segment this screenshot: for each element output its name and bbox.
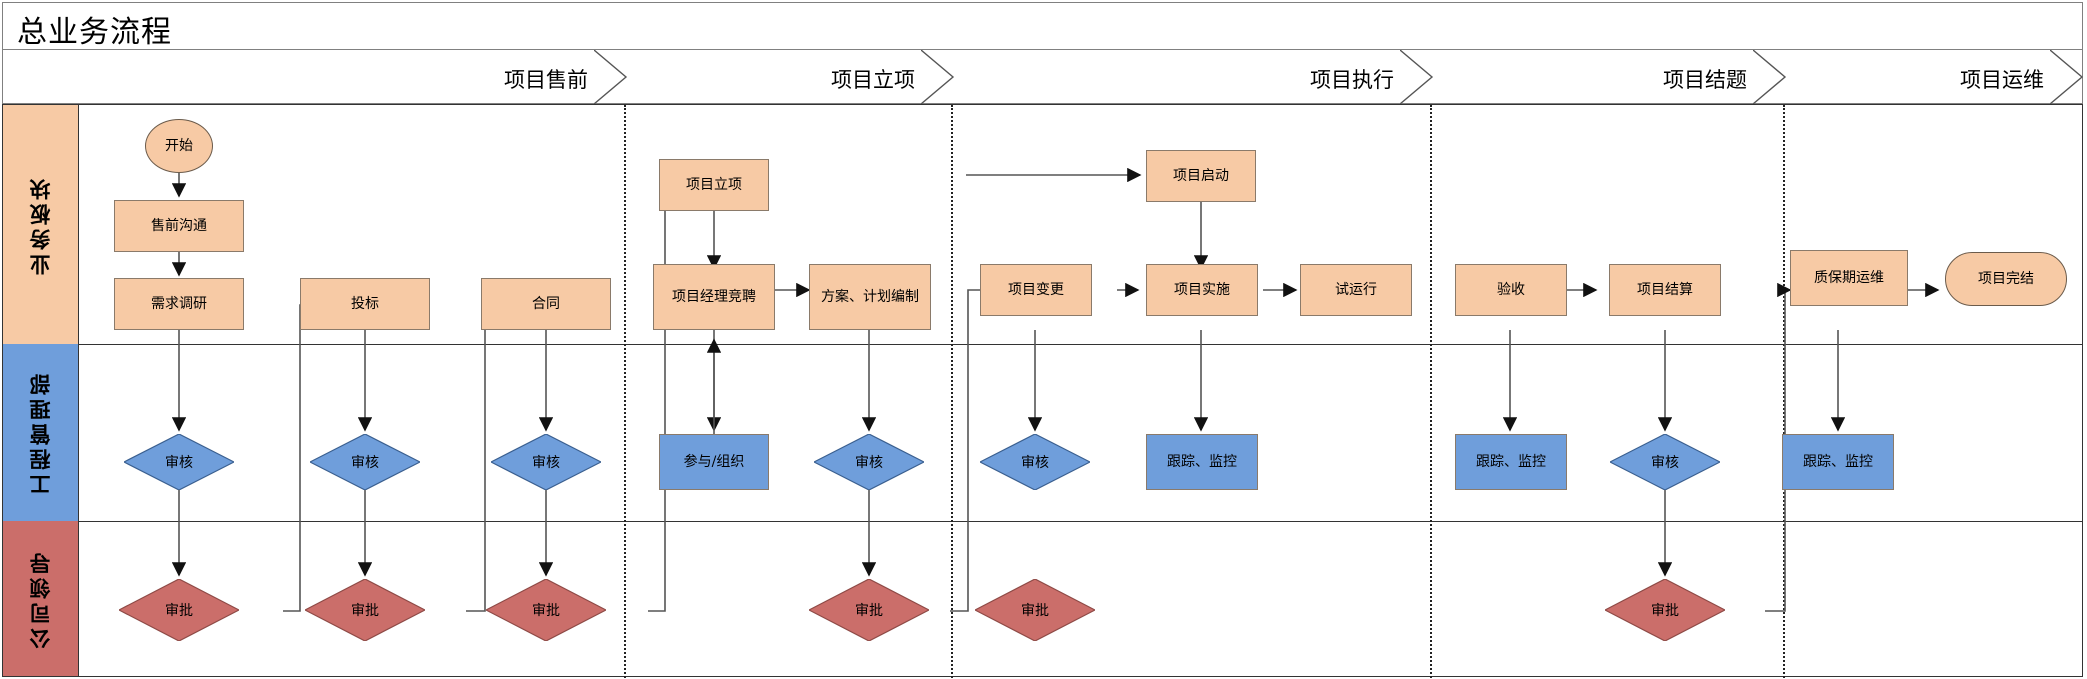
node-plan-drafting[interactable]: 方案、计划编制	[809, 264, 931, 330]
phase-header-initiate: 项目立项	[628, 50, 955, 104]
node-track-monitor-3[interactable]: 跟踪、监控	[1782, 434, 1894, 490]
lane-leadership: 公司领导	[3, 521, 2082, 676]
node-track-monitor-1[interactable]: 跟踪、监控	[1146, 434, 1258, 490]
node-track-monitor-2[interactable]: 跟踪、监控	[1455, 434, 1567, 490]
chevron-icon	[1753, 50, 1787, 104]
node-label: 试运行	[1335, 281, 1377, 298]
node-label: 项目启动	[1173, 167, 1229, 184]
node-approve-2[interactable]: 审批	[305, 579, 425, 641]
node-review-4[interactable]: 审核	[814, 434, 924, 490]
phase-label: 项目执行	[1310, 68, 1394, 92]
diagram-title-bar: 总业务流程	[2, 2, 2083, 50]
node-contract[interactable]: 合同	[481, 278, 611, 330]
lane-header-business: 业务板块	[3, 105, 79, 344]
node-presale-communication[interactable]: 售前沟通	[114, 200, 244, 252]
node-label: 审批	[351, 603, 379, 619]
node-review-2[interactable]: 审核	[310, 434, 420, 490]
node-approve-6[interactable]: 审批	[1605, 579, 1725, 641]
node-label: 跟踪、监控	[1476, 453, 1546, 470]
node-label: 项目完结	[1978, 270, 2034, 287]
node-requirement-survey[interactable]: 需求调研	[114, 278, 244, 330]
node-label: 售前沟通	[151, 217, 207, 234]
chevron-icon	[921, 50, 955, 104]
node-acceptance[interactable]: 验收	[1455, 264, 1567, 316]
page-title: 总业务流程	[17, 15, 172, 50]
node-project-initiation[interactable]: 项目立项	[659, 159, 769, 211]
node-label: 方案、计划编制	[821, 288, 919, 305]
node-review-1[interactable]: 审核	[124, 434, 234, 490]
node-review-5[interactable]: 审核	[980, 434, 1090, 490]
node-start[interactable]: 开始	[145, 119, 213, 173]
phase-separator-4	[1783, 105, 1785, 678]
node-label: 项目经理竞聘	[672, 288, 756, 305]
node-label: 审核	[1021, 455, 1049, 471]
node-review-3[interactable]: 审核	[491, 434, 601, 490]
phase-separator-2	[951, 105, 953, 678]
node-label: 项目立项	[686, 176, 742, 193]
phase-label: 项目售前	[504, 68, 588, 92]
lane-label: 工程管理部	[27, 370, 53, 495]
phase-header-band: 项目售前 项目立项 项目执行 项目结题 项目运维	[2, 50, 2084, 104]
lane-business: 业务板块	[3, 105, 2082, 344]
node-label: 需求调研	[151, 295, 207, 312]
node-label: 合同	[532, 295, 560, 312]
chevron-icon	[2050, 50, 2084, 104]
node-label: 投标	[351, 295, 379, 312]
node-label: 审核	[351, 455, 379, 471]
node-project-implementation[interactable]: 项目实施	[1146, 264, 1258, 316]
node-warranty-operations[interactable]: 质保期运维	[1790, 250, 1908, 306]
lane-divider-1	[3, 344, 2082, 345]
phase-separator-1	[624, 105, 626, 678]
phase-label: 项目运维	[1960, 68, 2044, 92]
phase-label: 项目立项	[831, 68, 915, 92]
node-pm-recruitment[interactable]: 项目经理竞聘	[653, 264, 775, 330]
node-label: 开始	[165, 137, 193, 154]
phase-label: 项目结题	[1663, 68, 1747, 92]
node-review-6[interactable]: 审核	[1610, 434, 1720, 490]
phase-header-closure: 项目结题	[1434, 50, 1787, 104]
node-label: 审批	[855, 603, 883, 619]
node-approve-1[interactable]: 审批	[119, 579, 239, 641]
node-label: 审批	[165, 603, 193, 619]
phase-header-execute: 项目执行	[955, 50, 1434, 104]
node-approve-4[interactable]: 审批	[809, 579, 929, 641]
node-approve-3[interactable]: 审批	[486, 579, 606, 641]
chevron-icon	[1400, 50, 1434, 104]
node-label: 项目变更	[1008, 281, 1064, 298]
lane-label: 业务板块	[27, 174, 53, 275]
node-label: 项目实施	[1174, 281, 1230, 298]
node-project-change[interactable]: 项目变更	[980, 264, 1092, 316]
node-label: 质保期运维	[1814, 269, 1884, 286]
lane-header-leadership: 公司领导	[3, 521, 79, 676]
node-label: 审核	[532, 455, 560, 471]
node-label: 验收	[1497, 281, 1525, 298]
node-participate-organize[interactable]: 参与/组织	[659, 434, 769, 490]
node-project-kickoff[interactable]: 项目启动	[1146, 150, 1256, 202]
node-bidding[interactable]: 投标	[300, 278, 430, 330]
node-label: 审批	[532, 603, 560, 619]
phase-header-presale: 项目售前	[3, 50, 628, 104]
lane-engineering: 工程管理部	[3, 344, 2082, 521]
node-label: 审核	[165, 455, 193, 471]
node-settlement[interactable]: 项目结算	[1609, 264, 1721, 316]
node-label: 审批	[1651, 603, 1679, 619]
lane-header-engineering: 工程管理部	[3, 344, 79, 521]
lane-divider-2	[3, 521, 2082, 522]
node-trial-run[interactable]: 试运行	[1300, 264, 1412, 316]
node-label: 参与/组织	[683, 453, 745, 470]
node-project-completed[interactable]: 项目完结	[1945, 252, 2067, 306]
lane-label: 公司领导	[27, 548, 53, 649]
node-label: 跟踪、监控	[1167, 453, 1237, 470]
node-label: 审批	[1021, 603, 1049, 619]
node-approve-5[interactable]: 审批	[975, 579, 1095, 641]
node-label: 审核	[855, 455, 883, 471]
node-label: 项目结算	[1637, 281, 1693, 298]
phase-header-ops: 项目运维	[1787, 50, 2084, 104]
node-label: 审核	[1651, 455, 1679, 471]
phase-separator-3	[1430, 105, 1432, 678]
chevron-icon	[594, 50, 628, 104]
node-label: 跟踪、监控	[1803, 453, 1873, 470]
